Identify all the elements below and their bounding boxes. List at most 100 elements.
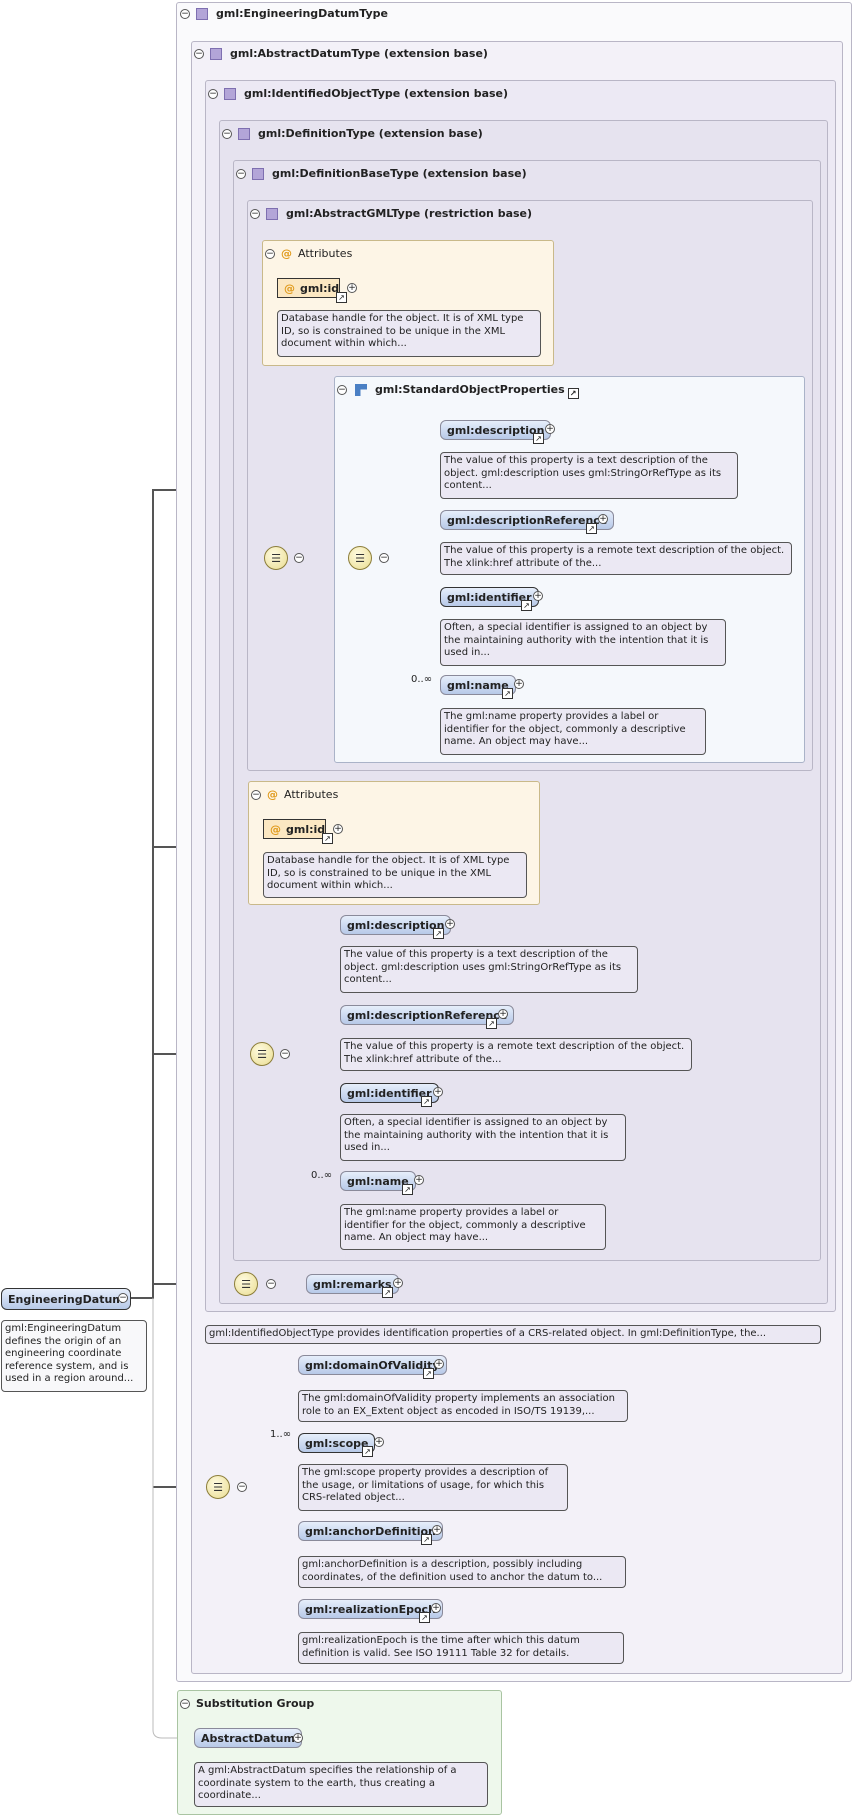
expand-plus-icon[interactable]: + xyxy=(533,591,543,601)
element-gml-realization-epoch[interactable]: gml:realizationEpoch xyxy=(298,1599,443,1619)
link-icon[interactable]: ↗ xyxy=(423,1368,434,1379)
attributes-title: Attributes xyxy=(284,788,339,801)
element-doc: The value of this property is a text des… xyxy=(440,452,738,499)
substitution-group-header: − Substitution Group xyxy=(180,1697,314,1710)
cardinality-label: 0..∞ xyxy=(311,1170,333,1181)
attribute-name: gml:id xyxy=(300,281,340,295)
collapse-toggle[interactable]: − xyxy=(379,553,389,563)
link-icon[interactable]: ↗ xyxy=(502,688,513,699)
sequence-compositor-icon[interactable]: ☰ xyxy=(264,546,288,570)
link-icon[interactable]: ↗ xyxy=(322,833,333,844)
collapse-toggle[interactable]: − xyxy=(222,128,232,139)
definition-title: gml:DefinitionType (extension base) xyxy=(258,127,483,140)
element-gml-description-reference[interactable]: gml:descriptionReference xyxy=(340,1005,515,1025)
collapse-toggle[interactable]: − xyxy=(236,168,246,179)
collapse-toggle[interactable]: − xyxy=(266,1279,276,1289)
link-icon[interactable]: ↗ xyxy=(421,1534,432,1545)
definition-header: − gml:DefinitionType (extension base) xyxy=(222,127,483,140)
expand-plus-icon[interactable]: + xyxy=(432,1525,442,1535)
expand-plus-icon[interactable]: + xyxy=(293,1733,303,1743)
sequence-compositor-icon[interactable]: ☰ xyxy=(206,1475,230,1499)
group-icon xyxy=(355,383,367,396)
collapse-toggle[interactable]: − xyxy=(194,48,204,59)
definition-base-title: gml:DefinitionBaseType (extension base) xyxy=(272,167,527,180)
element-doc: The gml:name property provides a label o… xyxy=(440,708,706,755)
expand-plus-icon[interactable]: + xyxy=(434,1359,444,1369)
element-gml-remarks[interactable]: gml:remarks xyxy=(306,1274,399,1294)
collapse-toggle[interactable]: − xyxy=(251,789,261,800)
element-gml-description[interactable]: gml:description xyxy=(340,915,452,935)
complex-type-icon xyxy=(196,7,208,20)
sequence-compositor-icon[interactable]: ☰ xyxy=(348,546,372,570)
expand-plus-icon[interactable]: + xyxy=(514,679,524,689)
collapse-toggle[interactable]: − xyxy=(337,384,347,395)
element-gml-description-reference[interactable]: gml:descriptionReference xyxy=(440,510,615,530)
identified-object-header: − gml:IdentifiedObjectType (extension ba… xyxy=(208,87,508,100)
element-gml-name[interactable]: gml:name xyxy=(440,675,516,695)
element-doc: Often, a special identifier is assigned … xyxy=(440,619,726,666)
collapse-toggle[interactable]: − xyxy=(180,8,190,19)
link-icon[interactable]: ↗ xyxy=(336,292,347,303)
element-gml-name[interactable]: gml:name xyxy=(340,1171,416,1191)
link-icon[interactable]: ↗ xyxy=(382,1287,393,1298)
expand-plus-icon[interactable]: + xyxy=(431,1603,441,1613)
sequence-compositor-icon[interactable]: ☰ xyxy=(234,1272,258,1296)
complex-type-icon xyxy=(252,167,264,180)
link-icon[interactable]: ↗ xyxy=(362,1446,373,1457)
link-icon[interactable]: ↗ xyxy=(486,1018,497,1029)
expand-plus-icon[interactable]: + xyxy=(545,424,555,434)
standard-object-properties-header: − gml:StandardObjectProperties ↗ xyxy=(337,383,579,399)
attribute-icon: @ xyxy=(270,822,281,836)
attributes-header: − @ Attributes xyxy=(265,247,352,260)
link-icon[interactable]: ↗ xyxy=(419,1612,430,1623)
element-gml-anchor-definition[interactable]: gml:anchorDefinition xyxy=(298,1521,443,1541)
expand-plus-icon[interactable]: + xyxy=(374,1437,384,1447)
expand-plus-icon[interactable]: + xyxy=(393,1278,403,1288)
collapse-toggle[interactable]: − xyxy=(280,1049,290,1059)
abstract-datum-element[interactable]: AbstractDatum xyxy=(194,1728,302,1748)
abstract-gml-header: − gml:AbstractGMLType (restriction base) xyxy=(250,207,532,220)
element-gml-domain-of-validity[interactable]: gml:domainOfValidity xyxy=(298,1355,447,1375)
expand-plus-icon[interactable]: + xyxy=(414,1175,424,1185)
expand-plus-icon[interactable]: + xyxy=(433,1087,443,1097)
attributes-header: − @ Attributes xyxy=(251,788,338,801)
attribute-doc: Database handle for the object. It is of… xyxy=(277,310,541,357)
substitution-group-title: Substitution Group xyxy=(196,1697,315,1710)
expand-plus-icon[interactable]: + xyxy=(347,283,357,293)
link-icon[interactable]: ↗ xyxy=(533,433,544,444)
collapse-toggle[interactable]: − xyxy=(250,208,260,219)
link-icon[interactable]: ↗ xyxy=(521,600,532,611)
element-gml-scope[interactable]: gml:scope xyxy=(298,1433,376,1453)
collapse-toggle[interactable]: − xyxy=(294,553,304,563)
engineering-datum-element[interactable]: EngineeringDatum xyxy=(1,1288,131,1310)
expand-plus-icon[interactable]: + xyxy=(333,824,343,834)
collapse-toggle[interactable]: − xyxy=(118,1293,128,1303)
collapse-toggle[interactable]: − xyxy=(180,1698,190,1709)
attribute-gml-id[interactable]: @ gml:id xyxy=(263,819,326,839)
link-icon[interactable]: ↗ xyxy=(433,928,444,939)
attribute-name: gml:id xyxy=(286,822,326,836)
collapse-toggle[interactable]: − xyxy=(265,248,275,259)
element-gml-identifier[interactable]: gml:identifier xyxy=(440,587,539,607)
identified-object-doc: gml:IdentifiedObjectType provides identi… xyxy=(205,1325,821,1344)
attribute-gml-id[interactable]: @ gml:id xyxy=(277,278,340,298)
expand-plus-icon[interactable]: + xyxy=(445,919,455,929)
complex-type-icon xyxy=(210,47,222,60)
element-gml-description[interactable]: gml:description xyxy=(440,420,552,440)
attribute-icon: @ xyxy=(281,247,292,260)
sequence-compositor-icon[interactable]: ☰ xyxy=(250,1042,274,1066)
abstract-gml-title: gml:AbstractGMLType (restriction base) xyxy=(286,207,533,220)
link-icon[interactable]: ↗ xyxy=(421,1096,432,1107)
attributes-title: Attributes xyxy=(298,247,353,260)
collapse-toggle[interactable]: − xyxy=(237,1482,247,1492)
cardinality-label: 0..∞ xyxy=(411,674,433,685)
element-gml-identifier[interactable]: gml:identifier xyxy=(340,1083,439,1103)
link-icon[interactable]: ↗ xyxy=(402,1184,413,1195)
expand-plus-icon[interactable]: + xyxy=(598,514,608,524)
link-icon[interactable]: ↗ xyxy=(567,388,579,399)
expand-plus-icon[interactable]: + xyxy=(498,1009,508,1019)
abstract-datum-doc: A gml:AbstractDatum specifies the relati… xyxy=(194,1762,488,1807)
collapse-toggle[interactable]: − xyxy=(208,88,218,99)
element-doc: gml:realizationEpoch is the time after w… xyxy=(298,1632,624,1664)
link-icon[interactable]: ↗ xyxy=(586,523,597,534)
